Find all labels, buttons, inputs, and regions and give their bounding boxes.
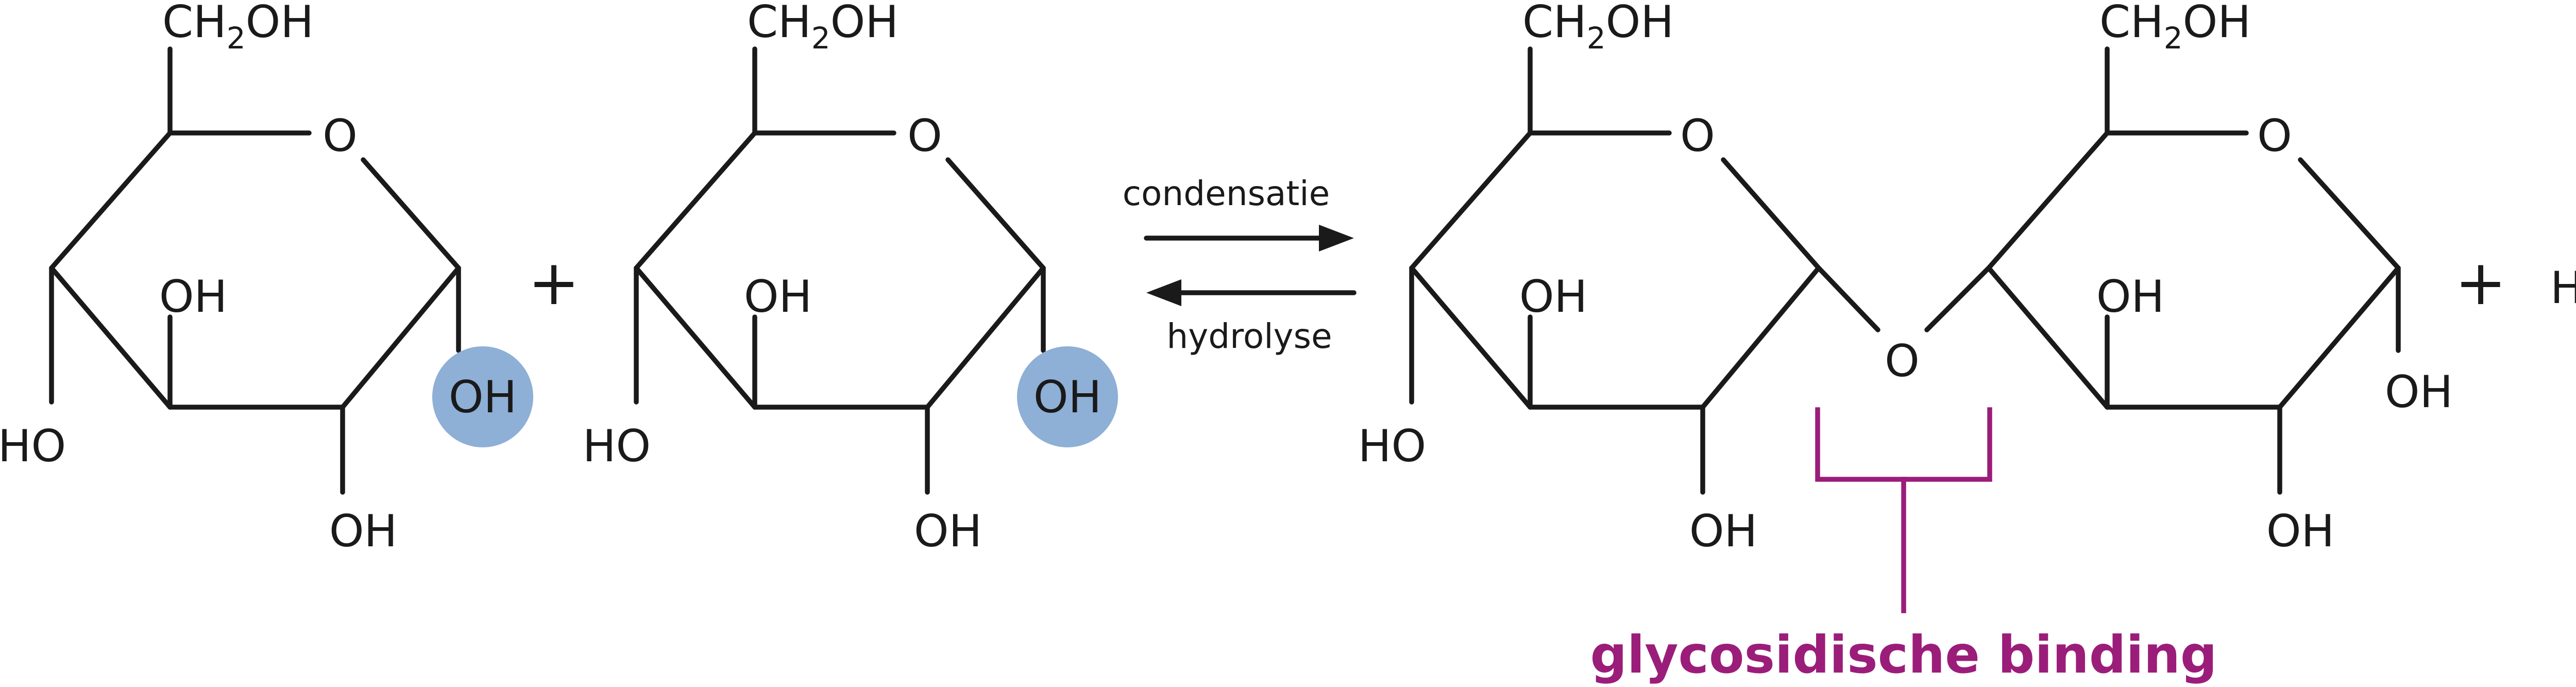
ho-label: HO	[0, 421, 66, 472]
ring-oxygen-label: O	[1680, 110, 1715, 162]
oh-label-highlighted: OH	[1033, 372, 1101, 423]
bond	[2298, 157, 2401, 271]
ho-label: HO	[583, 421, 651, 472]
bond	[925, 265, 1046, 410]
bridge-oxygen-label: O	[1885, 336, 1920, 387]
oh-label: OH	[159, 271, 227, 323]
glucose-1-bonds	[49, 46, 461, 495]
plus-sign: +	[528, 247, 580, 319]
oh-label: OH	[2096, 271, 2164, 323]
bond	[1700, 265, 1821, 410]
bond	[49, 130, 173, 271]
hydrolysis-label: hydrolyse	[1166, 316, 1332, 356]
bond	[1721, 157, 1821, 271]
glycosidic-bond-label: glycosidische binding	[1590, 625, 2217, 685]
bracket	[1815, 407, 1992, 482]
bond	[634, 265, 757, 410]
glycosidic-bond	[1924, 265, 1991, 332]
water-label: H2O	[2550, 262, 2576, 322]
oh-label: OH	[914, 506, 982, 557]
ring-oxygen-label: O	[2257, 110, 2292, 162]
bond	[2277, 265, 2401, 410]
glucose-2-bonds	[634, 46, 1046, 495]
reverse-arrow-head	[1146, 279, 1181, 306]
bond	[1409, 130, 1533, 271]
oh-label: OH	[2266, 506, 2334, 557]
condensation-label: condensatie	[1123, 174, 1330, 213]
oh-label: OH	[744, 271, 812, 323]
forward-arrow-head	[1319, 225, 1354, 252]
disaccharide-molecule: CH2OH CH2OH O O O OH OH OH OH OH HO	[1358, 0, 2453, 557]
ring-oxygen-label: O	[907, 110, 942, 162]
bond	[340, 265, 461, 410]
bond	[49, 265, 173, 410]
ch2oh-label: CH2OH	[2099, 0, 2251, 56]
equilibrium-arrows: condensatie hydrolyse	[1123, 174, 1357, 356]
ch2oh-label: CH2OH	[162, 0, 314, 56]
oh-label: OH	[2385, 366, 2453, 418]
plus-sign: +	[2455, 247, 2507, 319]
oh-label-highlighted: OH	[449, 372, 517, 423]
glucose-molecule-2: CH2OH O OH OH OH HO	[583, 0, 1118, 557]
oh-label: OH	[329, 506, 397, 557]
oh-label: OH	[1689, 506, 1757, 557]
glycosidic-bond-marker: glycosidische binding	[1590, 407, 2217, 685]
glycosidic-bond	[1816, 265, 1880, 332]
bond	[945, 157, 1046, 271]
ch2oh-label: CH2OH	[1522, 0, 1674, 56]
bond	[361, 157, 461, 271]
bond	[634, 130, 757, 271]
ho-label: HO	[1358, 421, 1426, 472]
highlight-circle	[1017, 346, 1118, 447]
bond	[1409, 265, 1533, 410]
highlight-circle	[432, 346, 533, 447]
glucose-molecule-1: CH2OH O OH OH OH HO	[0, 0, 533, 557]
oh-label: OH	[1519, 271, 1587, 323]
ring-oxygen-label: O	[323, 110, 358, 162]
bond	[1986, 130, 2110, 271]
disaccharide-bonds	[1409, 46, 2401, 495]
ch2oh-label: CH2OH	[747, 0, 899, 56]
bond	[1986, 265, 2110, 410]
